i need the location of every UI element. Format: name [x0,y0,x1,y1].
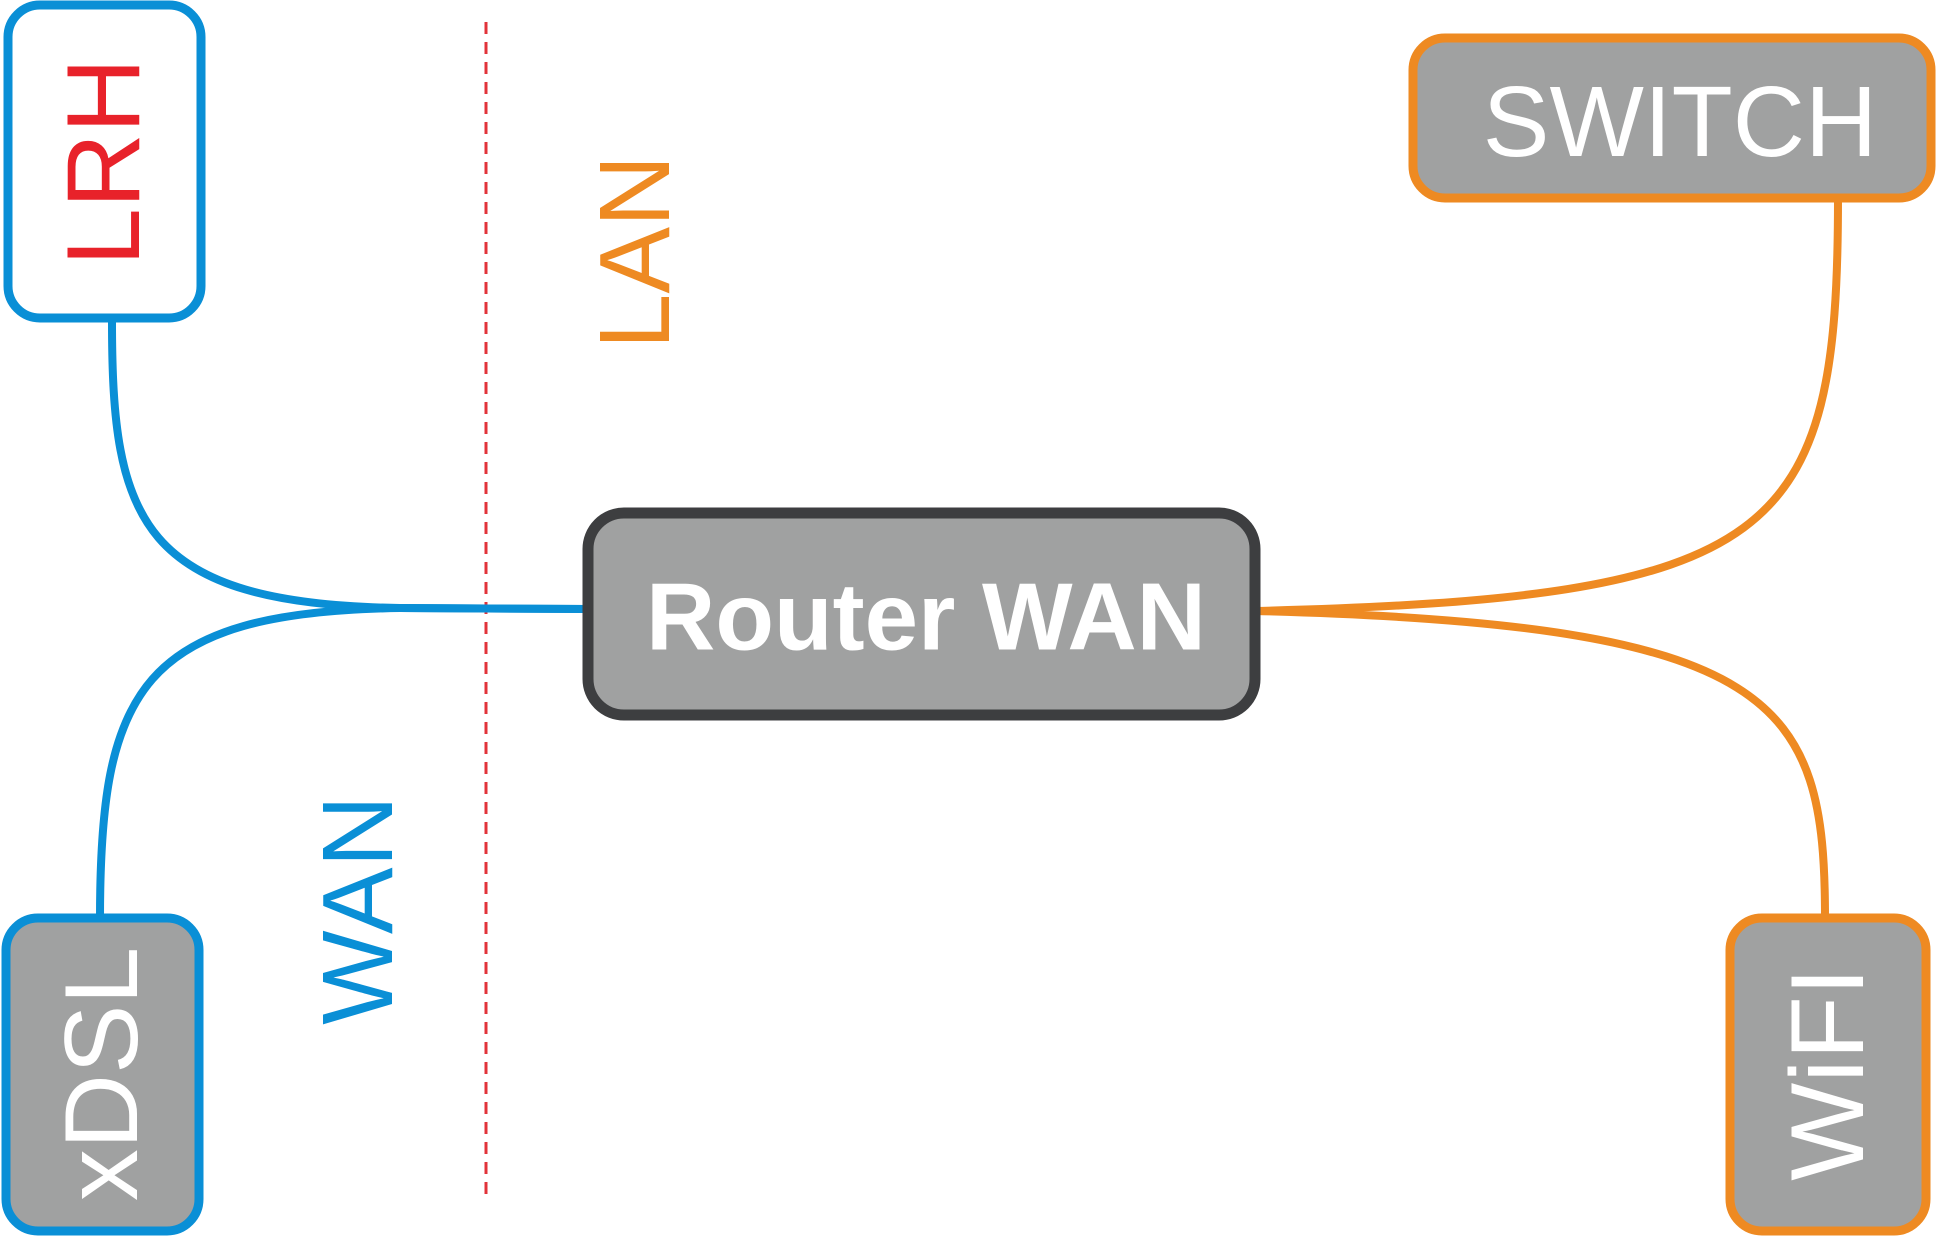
switch-box [1408,33,1936,203]
router-box [582,507,1261,721]
link-router-switch [1254,197,1842,615]
router-label: Router WAN [646,564,1206,671]
node-wifi: WiFI [1725,913,1931,1236]
node-switch: SWITCH [1408,33,1936,203]
xdsl-label: xDSL [44,947,160,1201]
node-lrh: LRH [3,0,206,323]
switch-label: SWITCH [1483,66,1877,178]
lan-zone-label: LAN [579,155,691,350]
xdsl-box [1,913,204,1236]
link-router-xdsl [96,603,589,919]
wan-zone-label: WAN [302,795,414,1025]
link-router-lrh [108,321,589,613]
lrh-label: LRH [46,58,162,266]
node-router: Router WAN [582,507,1261,721]
lrh-box [3,0,206,323]
link-router-wifi [1254,607,1829,919]
node-xdsl: xDSL [1,913,204,1236]
wifi-label: WiFI [1770,967,1886,1181]
wifi-box [1725,913,1931,1236]
